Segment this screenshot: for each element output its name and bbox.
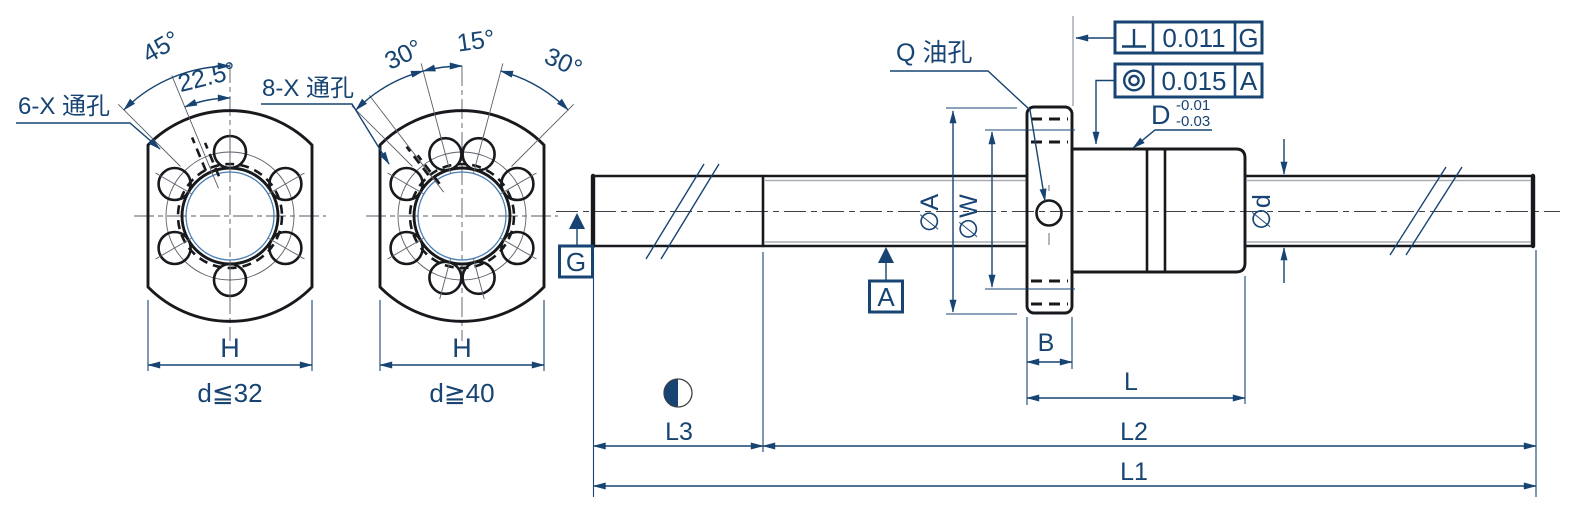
break-mark bbox=[1389, 166, 1463, 256]
tolerance-value: 0.015 bbox=[1161, 66, 1226, 96]
angle-arc-22-5 bbox=[184, 94, 231, 108]
condition-label: d≧40 bbox=[429, 378, 494, 408]
datum-g: G bbox=[558, 213, 594, 279]
l2-label: L2 bbox=[1120, 418, 1148, 446]
radial-45-line bbox=[117, 103, 181, 167]
datum-g-label: G bbox=[566, 247, 586, 277]
gdt-frame-perpendicularity: 0.011 G bbox=[1072, 16, 1264, 106]
through-hole-leader bbox=[261, 103, 390, 165]
nut-od-leader bbox=[1132, 129, 1212, 149]
shaft-od-dimension: ∅d bbox=[1248, 139, 1288, 283]
l1-dimension: L1 bbox=[592, 458, 1537, 490]
angle-arc-30-right bbox=[500, 70, 569, 111]
concentricity-icon bbox=[1122, 69, 1145, 92]
hidden-circle bbox=[408, 162, 516, 270]
nut-flange bbox=[1025, 105, 1074, 315]
screw-shaft-right bbox=[1243, 166, 1536, 256]
oil-hole-label: Q 油孔 bbox=[896, 39, 972, 67]
bore-thread-circle bbox=[417, 171, 507, 261]
nut-od-label: D bbox=[1151, 100, 1171, 130]
bolt-holes bbox=[389, 136, 535, 296]
bore-circle bbox=[180, 166, 280, 266]
pcd-dimension: ∅W bbox=[955, 129, 1075, 290]
break-mark bbox=[645, 163, 720, 260]
angle-label-30-left: 30° bbox=[380, 34, 426, 76]
l-label: L bbox=[1124, 368, 1138, 396]
tolerance-value: 0.011 bbox=[1162, 23, 1225, 53]
l3-label: L3 bbox=[665, 418, 693, 446]
angle-arc-15 bbox=[422, 62, 463, 72]
angle-label-15: 15° bbox=[455, 25, 496, 58]
b-dimension: B bbox=[1026, 317, 1073, 405]
oil-hole bbox=[1035, 185, 1063, 245]
angle-arc-45 bbox=[123, 62, 231, 111]
through-hole-leader bbox=[16, 122, 161, 150]
through-hole-label: 8-X 通孔 bbox=[262, 75, 354, 102]
through-hole-label: 6-X 通孔 bbox=[18, 93, 110, 120]
nut-body bbox=[1070, 147, 1247, 274]
shaft-od-label: ∅d bbox=[1248, 194, 1276, 230]
flange-od-dimension: ∅A bbox=[916, 107, 1017, 315]
flange-outline bbox=[378, 109, 546, 323]
nut-od-lower-tol: -0.03 bbox=[1176, 113, 1210, 130]
l2-dimension: L2 bbox=[762, 250, 1537, 497]
hidden-hole-mark bbox=[369, 95, 445, 193]
angle-label-22-5: 22.5° bbox=[175, 57, 239, 98]
l-dimension: L bbox=[1026, 276, 1246, 404]
b-label: B bbox=[1038, 329, 1055, 357]
h-label: H bbox=[220, 333, 240, 363]
oil-hole-leader bbox=[890, 70, 1047, 202]
datum-reference: A bbox=[1240, 66, 1258, 96]
l3-dimension: L3 bbox=[592, 252, 764, 497]
angle-arc-30-left bbox=[355, 70, 424, 111]
flange-od-label: ∅A bbox=[916, 193, 944, 232]
datum-triangle bbox=[569, 213, 585, 229]
datum-reference: G bbox=[1238, 23, 1258, 53]
flange-outline bbox=[146, 109, 314, 323]
nut-od-upper-tol: -0.01 bbox=[1176, 97, 1210, 114]
datum-a-label: A bbox=[877, 282, 895, 312]
flange-view-large: 30° 15° 30° 8-X 通孔 H d≧40 bbox=[261, 25, 586, 408]
bolt-hole-centerlines bbox=[387, 132, 537, 300]
bore-circle bbox=[412, 166, 512, 266]
h-label: H bbox=[452, 333, 472, 363]
frame-leader bbox=[1092, 79, 1115, 145]
pcd-label: ∅W bbox=[955, 194, 983, 240]
h-dimension: H bbox=[147, 300, 313, 371]
gdt-frame-concentricity: 0.015 A bbox=[1092, 62, 1264, 145]
radial-extension-lines bbox=[351, 63, 575, 167]
perpendicularity-icon bbox=[1122, 29, 1146, 48]
half-shaded-circle-symbol bbox=[663, 378, 693, 408]
angle-label-30-right: 30° bbox=[540, 42, 586, 83]
nut-od-callout: D -0.01 -0.03 bbox=[1132, 97, 1212, 149]
angle-label-45: 45° bbox=[138, 25, 185, 68]
condition-label: d≦32 bbox=[197, 378, 262, 408]
datum-triangle bbox=[878, 247, 894, 263]
h-dimension: H bbox=[379, 300, 545, 371]
bolt-hole-centerlines bbox=[155, 130, 305, 302]
datum-a: A bbox=[868, 247, 904, 314]
side-view: Q 油孔 0.011 G bbox=[556, 16, 1560, 497]
l1-label: L1 bbox=[1120, 458, 1148, 486]
